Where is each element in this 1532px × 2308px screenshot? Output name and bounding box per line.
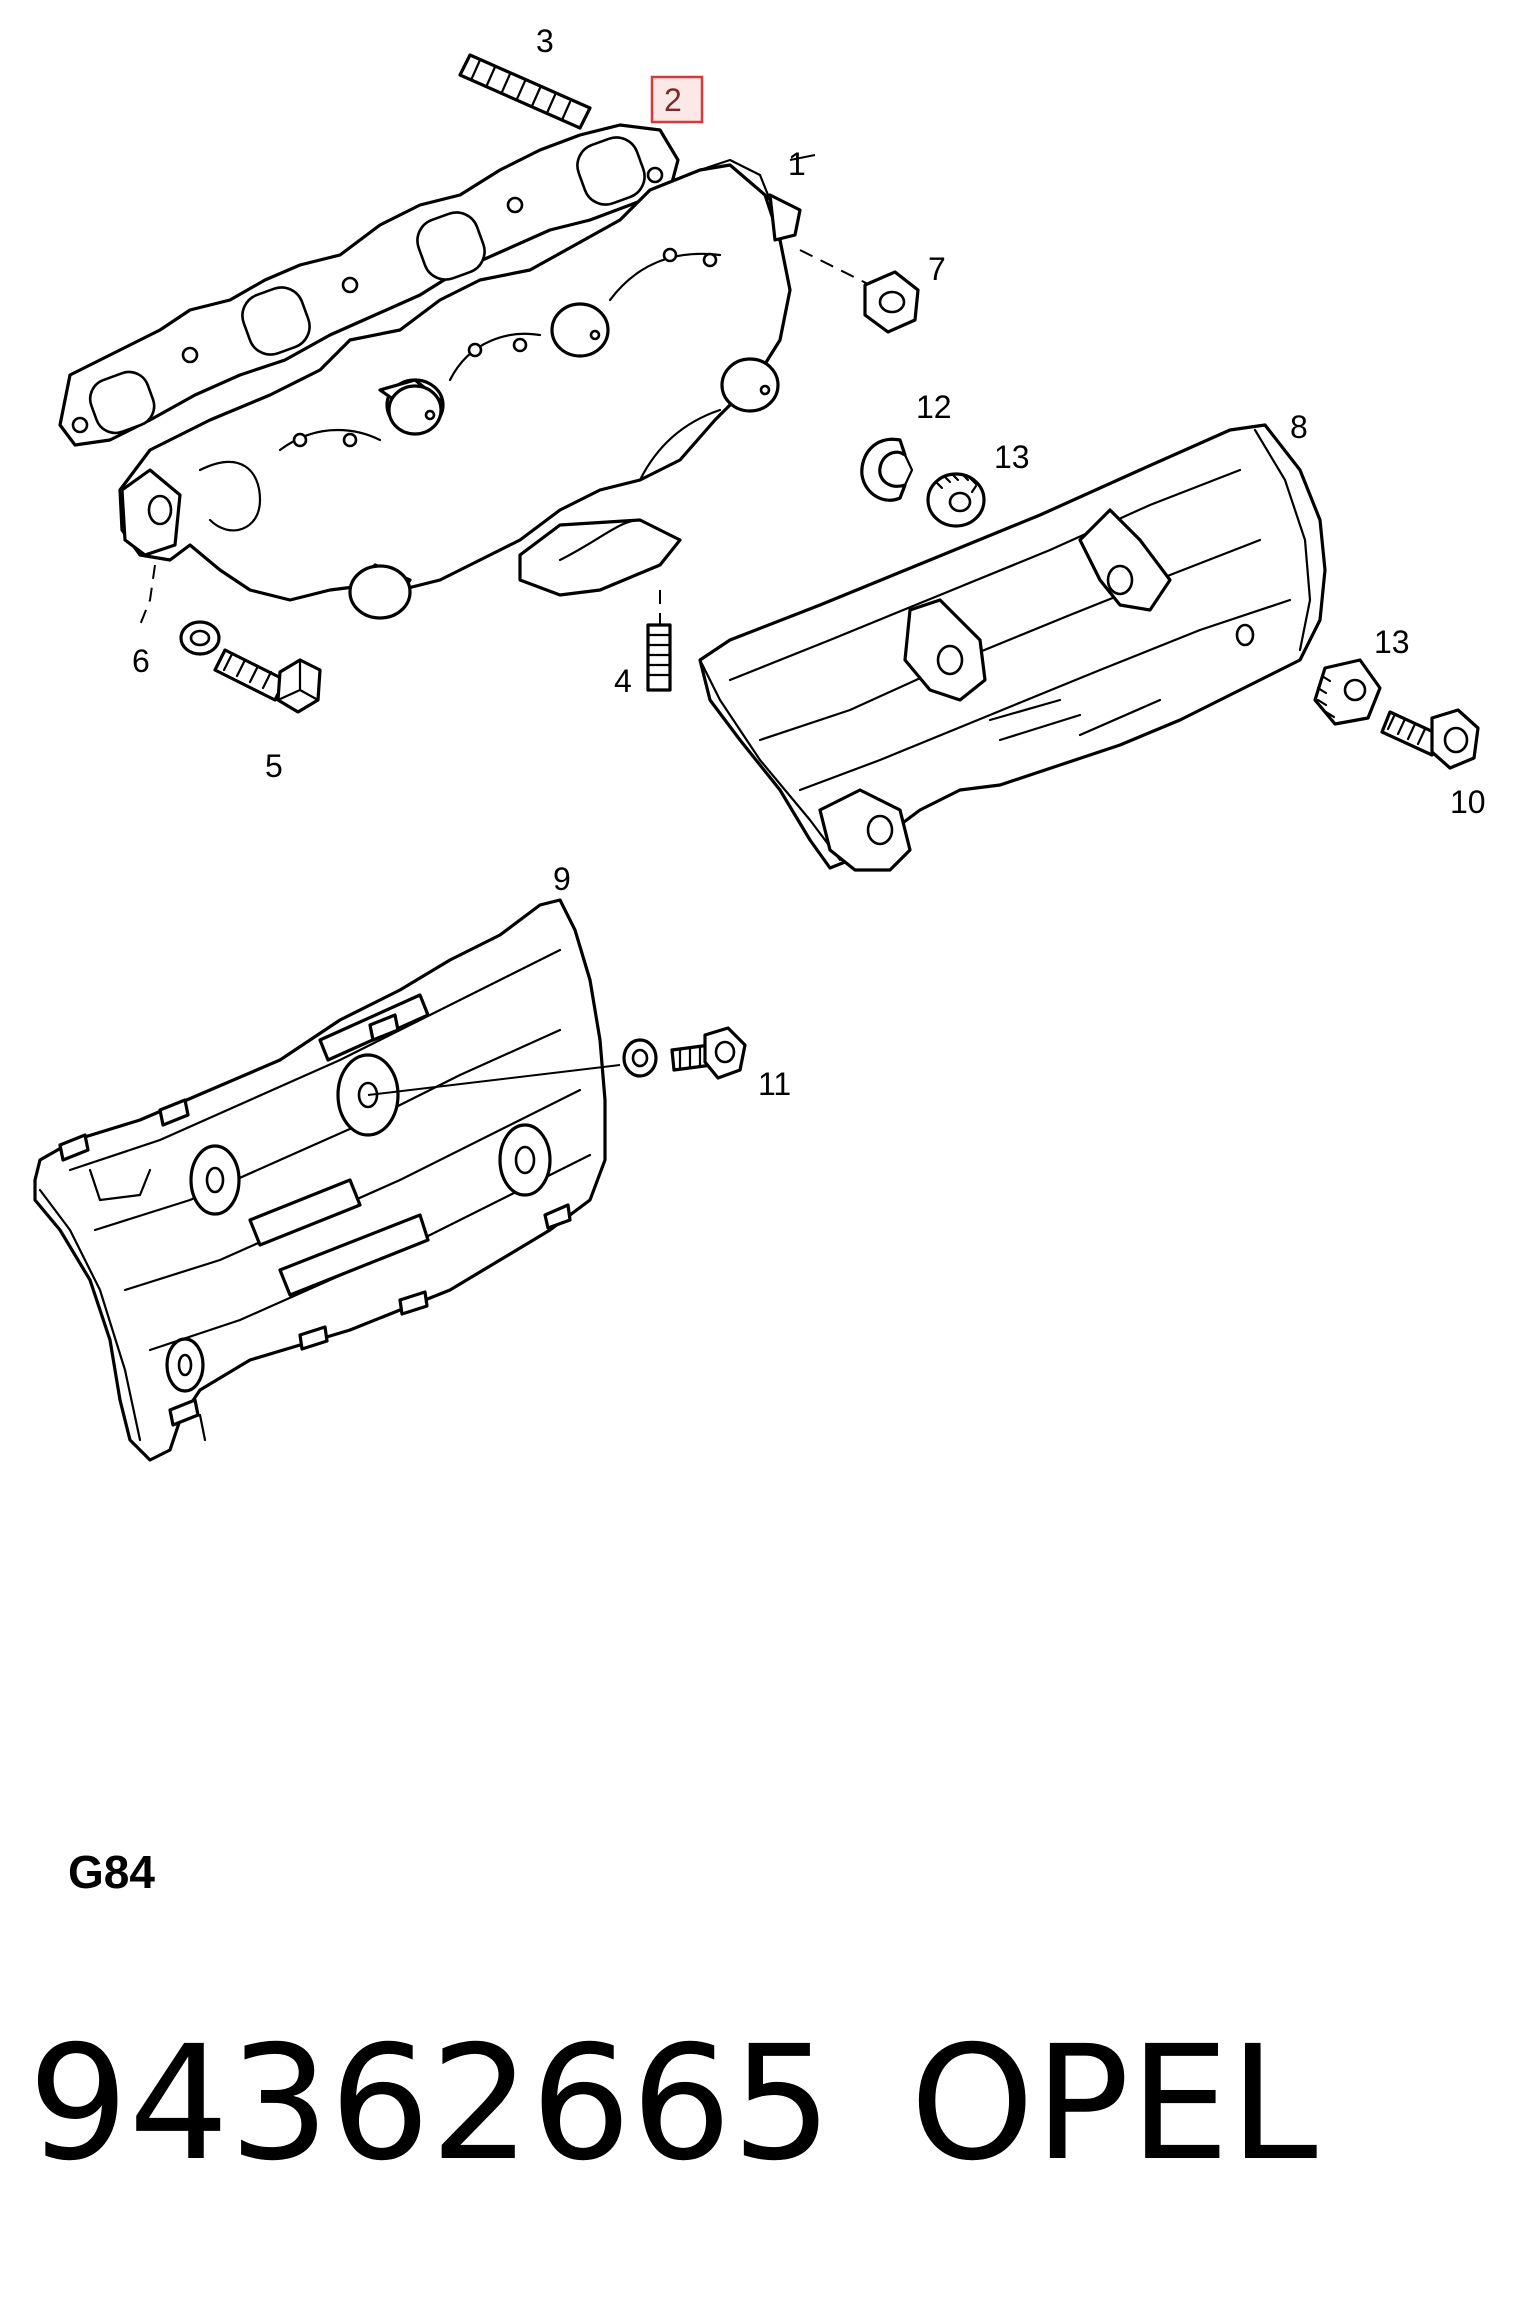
callout-11: 11 (758, 1066, 791, 1102)
callout-9: 9 (553, 861, 571, 897)
nut-part-13a (926, 472, 986, 528)
exhaust-manifold-part-1 (118, 158, 802, 620)
clip-part-12 (860, 437, 914, 502)
brand-name: OPEL (910, 2012, 1318, 2196)
callout-13-upper: 13 (994, 439, 1030, 475)
nut-part-7 (863, 270, 920, 334)
gasket-part-2 (58, 123, 680, 447)
callout-3: 3 (536, 23, 554, 59)
callout-1: 1 (788, 146, 806, 182)
bolt-part-10 (1380, 708, 1480, 770)
heat-shield-part-8 (698, 423, 1327, 872)
heat-shield-part-9 (33, 898, 607, 1462)
manifold-port (550, 302, 610, 358)
leader-line (139, 564, 156, 626)
callout-12: 12 (916, 389, 952, 425)
part-number: 94362665 (28, 2012, 832, 2196)
callout-2: 2 (664, 82, 682, 118)
highlight-box (650, 75, 704, 124)
manifold-port (720, 357, 780, 413)
washer-part-6 (179, 620, 221, 656)
manifold-port (348, 563, 412, 620)
callout-labels: 3 2 1 7 12 13 8 13 10 6 5 4 9 11 (132, 23, 1486, 1102)
bolt-part-5 (213, 648, 322, 714)
leader-line (367, 1064, 621, 1096)
nut-part-13b (1313, 658, 1382, 726)
diagram-code: G84 (68, 1846, 155, 1898)
leader-line (799, 249, 871, 286)
stud-part-3 (458, 53, 592, 130)
washer-bolt-part-11 (622, 1026, 747, 1080)
manifold-port (378, 378, 445, 436)
callout-5: 5 (265, 748, 283, 784)
callout-13-lower: 13 (1374, 624, 1410, 660)
callout-6: 6 (132, 643, 150, 679)
stud-part-4 (646, 623, 672, 692)
callout-4: 4 (614, 663, 632, 699)
callout-7: 7 (928, 251, 946, 287)
callout-10: 10 (1450, 784, 1486, 820)
leader-line (789, 154, 816, 161)
callout-8: 8 (1290, 409, 1308, 445)
